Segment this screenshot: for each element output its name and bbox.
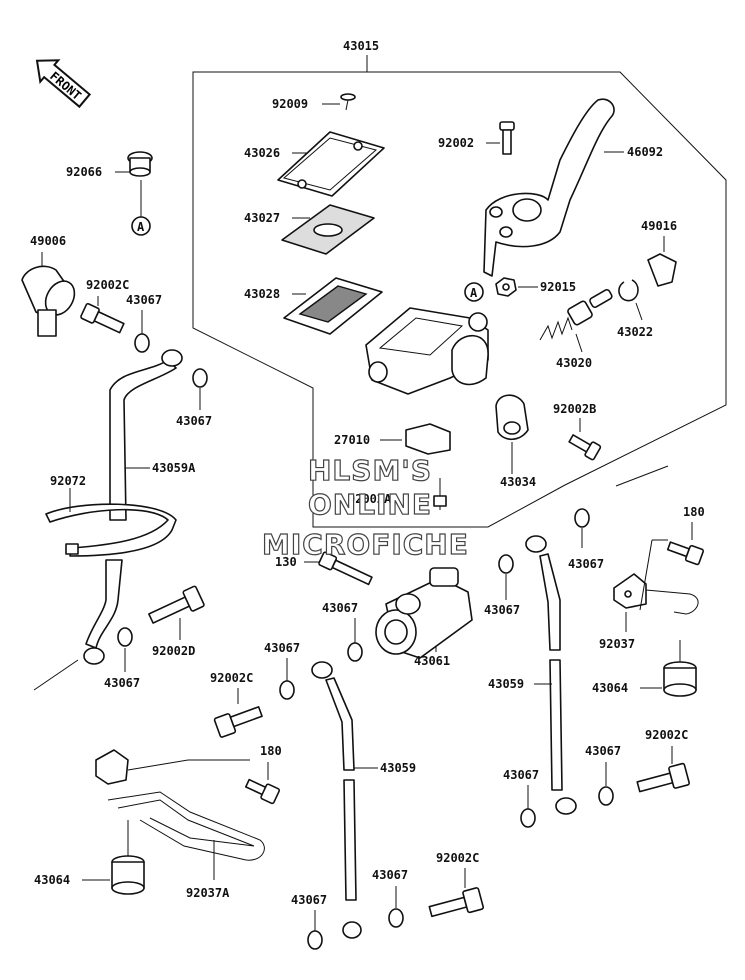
label-43059A: 43059A [152,461,196,475]
washer-43067-g [279,680,295,700]
switch-27010 [405,423,451,455]
reservoir-49006 [21,265,76,337]
washer-43067-f [574,508,590,528]
cylinder-43061 [375,567,473,659]
label-43022: 43022 [617,325,653,339]
label-49016: 49016 [641,219,677,233]
brake-lever-46092 [483,98,615,277]
hose-43059-b [311,661,362,939]
label-92002C-e: 92002C [436,851,479,865]
washer-43067-k [307,930,323,950]
label-43026: 43026 [244,146,280,160]
label-92015: 92015 [540,280,576,294]
washer-43067-j [388,908,404,928]
label-180-a: 180 [683,505,705,519]
label-43015: 43015 [343,39,379,53]
label-92009: 92009 [272,97,308,111]
hose-43059-a [525,535,577,815]
label-43067-f: 43067 [568,557,604,571]
bolt-130 [318,551,373,586]
label-43034: 43034 [500,475,536,489]
label-46092: 46092 [627,145,663,159]
label-43067-c: 43067 [104,676,140,690]
label-92002D: 92002D [152,644,195,658]
label-43067-g: 43067 [264,641,300,655]
label-92002B: 92002B [553,402,596,416]
label-92066: 92066 [66,165,102,179]
label-43067-k: 43067 [291,893,327,907]
label-43059-b: 43059 [380,761,416,775]
label-92037A: 92037A [186,886,230,900]
screw-92009 [340,93,356,111]
watermark-line-3: MICROFICHE [262,528,469,561]
bolt-92002C-a [80,303,125,334]
watermark-line-1: HLSM'S [308,454,432,487]
label-43067-j: 43067 [372,868,408,882]
label-43067-e: 43067 [484,603,520,617]
label-130: 130 [275,555,297,569]
washer-43067-a [134,333,150,353]
label-92002C-a: 92002C [86,278,129,292]
ref-mark-a-body [464,282,484,302]
label-43020: 43020 [556,356,592,370]
assembly-outline [192,55,727,528]
band-92072 [45,503,177,557]
washer-43067-b [192,368,208,388]
label-43067-i: 43067 [503,768,539,782]
bolt-92002 [499,121,515,155]
front-arrow-icon: FRONT [35,59,92,109]
grommet-43064-a [663,661,697,697]
bolt-92002C-b [213,706,263,738]
label-43028: 43028 [244,287,280,301]
label-43067-d: 43067 [322,601,358,615]
piston-kit-43020 [539,288,613,341]
grommet-43064-b [111,855,145,895]
master-cylinder-body [365,307,489,395]
label-43067-h: 43067 [585,744,621,758]
washer-43067-e [498,554,514,574]
label-92002C-b: 92002C [210,671,253,685]
label-27010: 27010 [334,433,370,447]
label-43027: 43027 [244,211,280,225]
label-43067-b: 43067 [176,414,212,428]
label-92072: 92072 [50,474,86,488]
boot-49016 [647,253,677,287]
label-43067-a: 43067 [126,293,162,307]
bolt-92002D [148,585,205,624]
label-43059-a: 43059 [488,677,524,691]
label-180-b: 180 [260,744,282,758]
watermark-line-2: ONLINE [308,488,432,521]
label-43064-a: 43064 [592,681,628,695]
bolt-92002C-e [428,887,485,918]
bolt-180-b [245,778,281,805]
bracket-92037A [95,749,265,861]
label-43061: 43061 [414,654,450,668]
bolt-180-a [666,541,705,566]
label-92037: 92037 [599,637,635,651]
bolt-92002C-c [636,762,690,793]
cap-92066 [127,151,153,177]
label-49006: 49006 [30,234,66,248]
label-92002A: 92002A [348,492,392,506]
washer-43067-d [347,642,363,662]
label-92002: 92002 [438,136,474,150]
washer-43067-c [117,627,133,647]
washer-43067-h [598,786,614,806]
ref-mark-a-label-2: A [137,220,145,234]
reservoir-cap-43026 [277,131,385,197]
nut-92015 [495,277,517,297]
washer-43067-i [520,808,536,828]
circlip-43022 [618,279,639,302]
bracket-92037 [613,539,699,615]
ref-mark-a-label-1: A [470,286,478,300]
bolt-92002B [568,434,602,461]
label-92002C-c: 92002C [645,728,688,742]
label-43064-b: 43064 [34,873,70,887]
